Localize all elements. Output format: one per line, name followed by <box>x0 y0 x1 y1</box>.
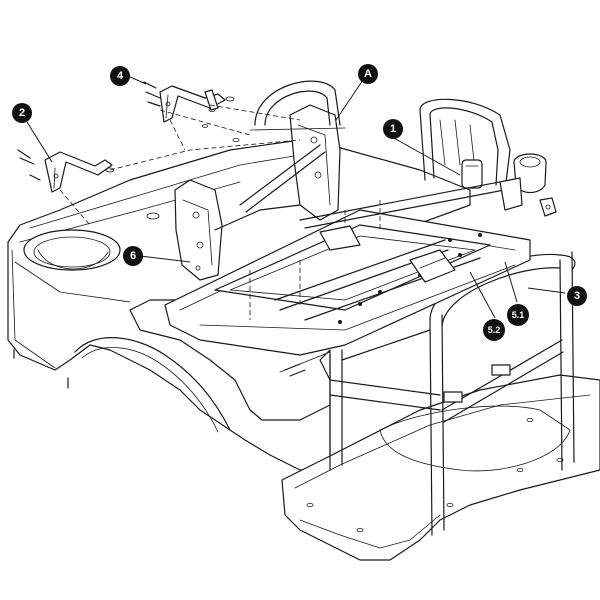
hinge-bracket-center <box>239 104 341 221</box>
explode-guides <box>109 104 301 171</box>
part-4-bracket <box>143 81 235 151</box>
backrest-loop-center <box>249 80 346 131</box>
hinge-bracket-left <box>174 179 301 281</box>
leader-lines <box>26 75 566 319</box>
callout-1: 1 <box>383 119 403 139</box>
callout-5-2: 5.2 <box>483 319 505 341</box>
rear-seat-frame <box>329 251 576 536</box>
part-2-bracket <box>17 149 115 226</box>
callout-A: A <box>358 64 378 84</box>
callout-5-2-label: 5.2 <box>488 325 501 335</box>
grab-handle-right <box>419 98 557 217</box>
callout-6-label: 6 <box>130 250 136 262</box>
callout-2: 2 <box>12 103 32 123</box>
callout-3: 3 <box>567 286 587 306</box>
callout-A-label: A <box>364 68 372 80</box>
callout-2-label: 2 <box>19 107 25 119</box>
callout-5-1-label: 5.1 <box>512 310 525 320</box>
seat-platform <box>164 200 531 377</box>
cross-rail <box>299 177 523 283</box>
callout-4: 4 <box>110 66 130 86</box>
callout-3-label: 3 <box>574 290 580 302</box>
callout-5-1: 5.1 <box>507 304 529 326</box>
callout-4-label: 4 <box>117 70 124 82</box>
callout-6: 6 <box>123 246 143 266</box>
callout-1-label: 1 <box>390 123 396 135</box>
